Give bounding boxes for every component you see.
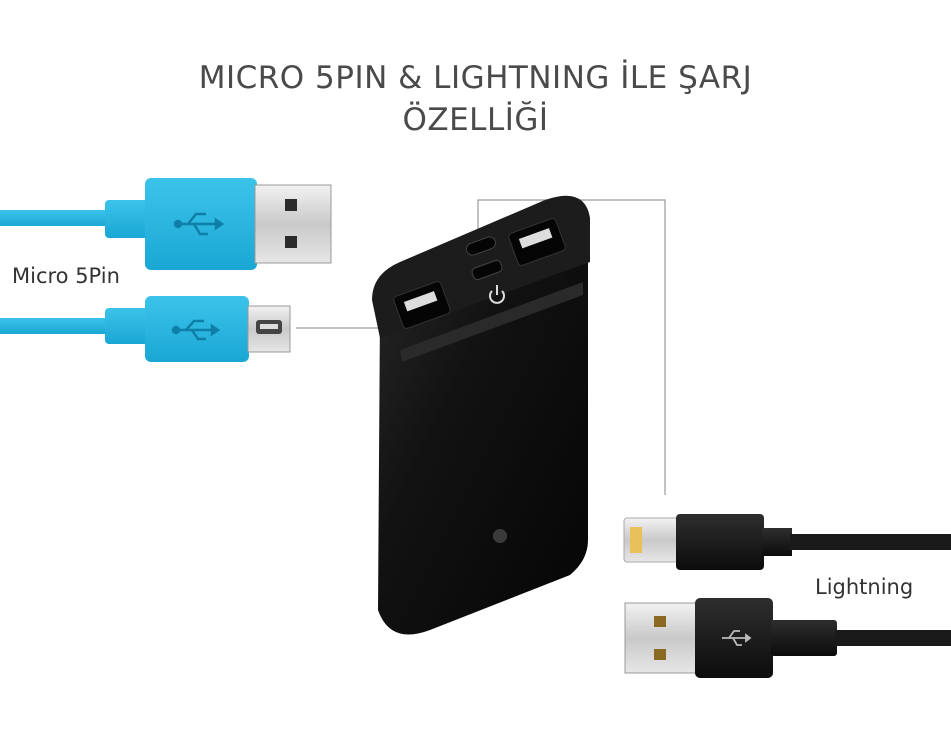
micro-5pin-label: Micro 5Pin (12, 264, 120, 288)
usb-icon (173, 212, 225, 236)
usb-a-port-left (393, 281, 451, 329)
blue-usb-a-cable (0, 178, 332, 270)
heading-line-2: ÖZELLİĞİ (402, 102, 549, 138)
heading-line-1: MICRO 5PIN & LIGHTNING İLE ŞARJ (198, 60, 753, 96)
usb-a-port-right (508, 218, 566, 266)
usb-icon (722, 630, 752, 646)
black-usb-a-cable (624, 598, 951, 678)
micro-usb-port (471, 259, 503, 281)
blue-micro-usb-cable (0, 296, 291, 362)
power-bank (372, 195, 590, 635)
black-lightning-cable (623, 514, 951, 570)
lightning-port (466, 236, 496, 256)
lightning-label: Lightning (815, 575, 914, 599)
usb-icon (171, 319, 221, 341)
brand-logo-icon (493, 529, 507, 543)
power-icon (489, 285, 505, 304)
